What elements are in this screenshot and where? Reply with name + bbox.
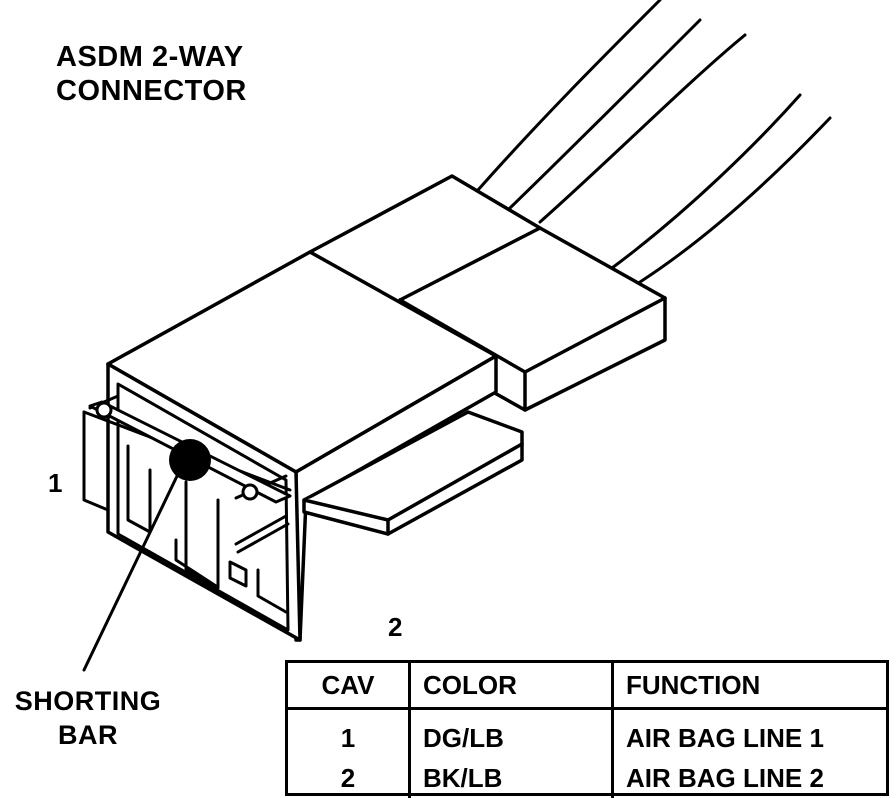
cell-function: AIR BAG LINE 1 <box>611 708 886 758</box>
cell-cav: 2 <box>340 763 356 793</box>
header-color: COLOR <box>408 663 613 710</box>
header-function: FUNCTION <box>611 663 886 710</box>
cell-cav: 1 <box>340 723 356 753</box>
cell-color: BK/LB <box>408 758 613 798</box>
callout-line-2: BAR <box>58 720 118 750</box>
front-cavity <box>82 382 292 632</box>
cell-color: DG/LB <box>408 708 613 758</box>
callout-leader-line <box>82 472 180 672</box>
shorting-bar-callout: SHORTING BAR <box>0 684 176 752</box>
table-header-row: CAV COLOR FUNCTION <box>288 663 886 710</box>
table-row: 1 DG/LB AIR BAG LINE 1 <box>288 708 886 758</box>
callout-line-1: SHORTING <box>14 686 162 716</box>
latch-tab <box>302 410 524 536</box>
title-line-2: CONNECTOR <box>56 75 247 107</box>
shorting-bar-contact <box>169 439 211 481</box>
title-line-1: ASDM 2-WAY <box>56 41 244 73</box>
cavity-table: CAV COLOR FUNCTION 1 DG/LB AIR BAG LINE … <box>285 660 889 798</box>
diagram-title: ASDM 2-WAY CONNECTOR <box>56 40 247 108</box>
wire-bundle <box>476 0 832 284</box>
header-cav: CAV <box>288 663 410 710</box>
cell-function: AIR BAG LINE 2 <box>611 758 886 798</box>
table-row: 2 BK/LB AIR BAG LINE 2 <box>288 758 886 798</box>
pin-2-label: 2 <box>388 612 403 642</box>
pin-1-label: 1 <box>48 468 63 498</box>
